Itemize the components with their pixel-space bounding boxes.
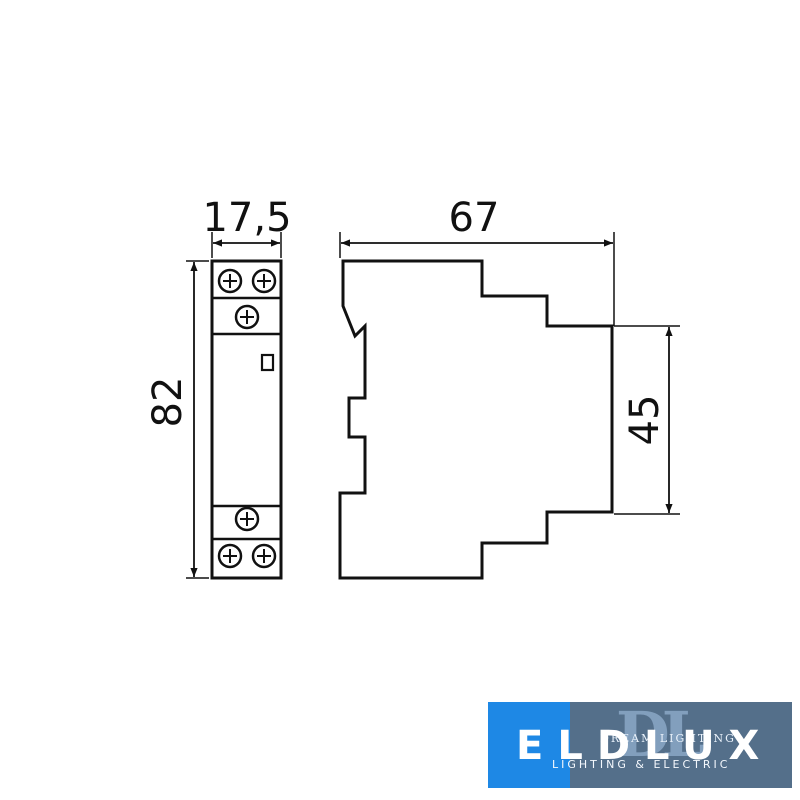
side-view	[338, 259, 614, 580]
depth-dimension-label: 67	[449, 195, 500, 241]
height-dimension	[186, 260, 209, 579]
logo-brand: ELDLUX	[516, 723, 774, 769]
width-dimension-label: 17,5	[202, 195, 291, 241]
screw-terminal-icon	[251, 543, 277, 569]
logo-tagline-top: DREAM LIGHTING	[600, 732, 736, 745]
depth-dimension	[339, 232, 615, 326]
width-dimension	[211, 232, 282, 258]
screw-terminal-icon	[234, 304, 260, 330]
front-view	[210, 259, 283, 580]
status-indicator-window	[260, 353, 275, 372]
screw-terminal-icon	[217, 543, 243, 569]
screw-terminal-icon	[234, 506, 260, 532]
logo-monogram: DL	[616, 702, 705, 771]
side-body-outline	[338, 259, 614, 580]
height-dimension-label: 82	[145, 377, 191, 428]
logo-tagline-bottom: LIGHTING & ELECTRIC	[552, 758, 731, 771]
eldlux-logo: DL DREAM LIGHTING ELDLUX LIGHTING & ELEC…	[488, 702, 792, 788]
front-height-dimension	[614, 325, 680, 515]
logo-shade	[570, 702, 792, 788]
screw-terminal-icon	[217, 268, 243, 294]
front-body-outline	[210, 259, 283, 580]
front-height-dimension-label: 45	[622, 395, 668, 446]
screw-terminal-icon	[251, 268, 277, 294]
